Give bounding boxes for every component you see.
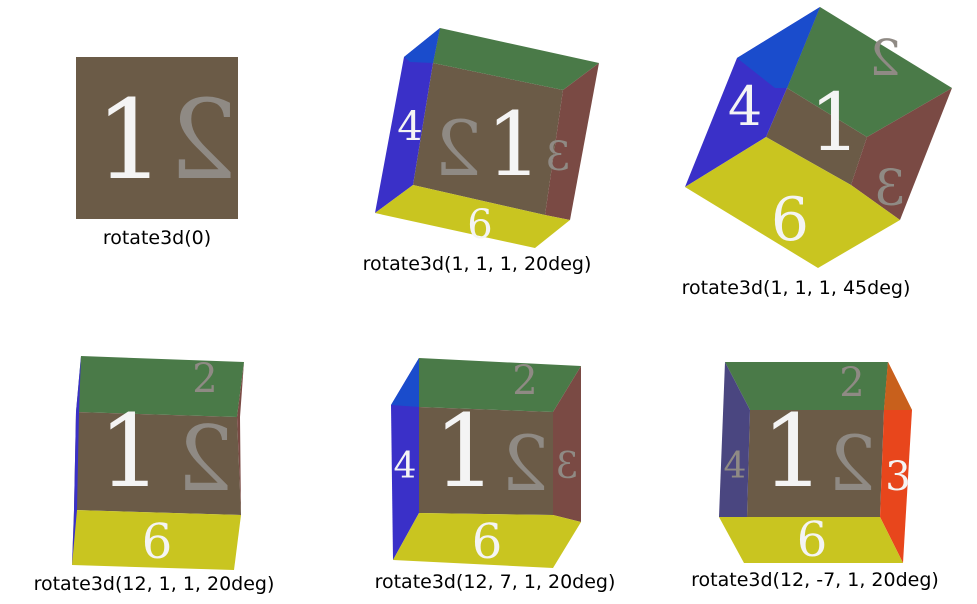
front-face <box>74 412 241 515</box>
right-numeral: 3 <box>885 454 910 500</box>
left-face <box>719 362 750 517</box>
left-numeral: 4 <box>724 446 747 487</box>
right-numeral: 3 <box>874 159 906 217</box>
left-face <box>375 28 440 213</box>
front-face <box>76 57 238 219</box>
left-face-upper <box>404 28 440 63</box>
bottom-face <box>719 517 903 563</box>
top-face <box>433 28 599 90</box>
bottom-numeral: 6 <box>142 514 173 570</box>
back-numeral: 2 <box>828 419 876 508</box>
back-numeral-top: 2 <box>192 356 217 402</box>
right-face-upper <box>884 362 912 410</box>
front-numeral: 1 <box>98 393 162 510</box>
right-numeral: 3 <box>545 134 570 180</box>
left-face-upper <box>391 358 419 407</box>
right-face <box>553 366 581 522</box>
back-numeral: 2 <box>869 29 901 87</box>
front-face <box>766 88 867 185</box>
front-face <box>419 407 553 515</box>
cube-label: rotate3d(1, 1, 1, 45deg) <box>682 277 911 299</box>
front-numeral: 1 <box>95 76 165 204</box>
cube-rotate3d-1-1-1-20deg: 2 1 4 3 6 rotate3d(1, 1, 1, 20deg) <box>363 28 599 275</box>
right-numeral: 3 <box>556 446 579 487</box>
back-numeral-top: 2 <box>512 358 537 404</box>
left-face-upper <box>737 7 820 88</box>
front-numeral: 1 <box>433 393 497 510</box>
front-numeral: 1 <box>761 393 825 510</box>
bottom-face <box>72 510 241 570</box>
right-face <box>851 88 952 220</box>
front-face <box>413 63 563 215</box>
back-numeral: 2 <box>434 104 482 193</box>
cube-label: rotate3d(12, 1, 1, 20deg) <box>34 573 275 595</box>
bottom-numeral: 6 <box>797 512 828 568</box>
bottom-numeral: 6 <box>467 202 492 248</box>
cube-label: rotate3d(12, -7, 1, 20deg) <box>691 569 939 591</box>
front-face <box>747 410 884 517</box>
back-numeral: 2 <box>176 407 233 512</box>
right-face <box>880 362 912 563</box>
back-numeral: 2 <box>168 76 238 204</box>
left-numeral: 4 <box>394 446 417 487</box>
bottom-face <box>685 137 900 268</box>
bottom-face <box>393 513 581 568</box>
left-face <box>72 356 81 565</box>
right-face <box>237 362 244 515</box>
cube-label: rotate3d(1, 1, 1, 20deg) <box>363 253 592 275</box>
cube-label: rotate3d(0) <box>103 227 211 249</box>
bottom-numeral: 6 <box>771 185 809 255</box>
bottom-numeral: 6 <box>472 514 503 570</box>
cube-rotate3d-1-1-1-45deg: 2 1 4 3 6 rotate3d(1, 1, 1, 45deg) <box>682 7 952 299</box>
left-numeral: 4 <box>728 75 762 138</box>
top-face <box>419 358 581 412</box>
back-numeral: 2 <box>501 419 549 508</box>
cube-rotate3d-12-1-1-20deg: 2 2 1 6 rotate3d(12, 1, 1, 20deg) <box>34 356 275 595</box>
cube-label: rotate3d(12, 7, 1, 20deg) <box>375 571 616 593</box>
cube-rotate3d-0: 2 1 rotate3d(0) <box>76 57 238 249</box>
top-face <box>76 356 244 417</box>
left-face <box>391 358 419 560</box>
top-face <box>725 362 888 410</box>
cube-rotate3d-12-minus7-1-20deg: 2 2 1 4 3 6 rotate3d(12, -7, 1, 20deg) <box>691 360 939 591</box>
cube-rotate3d-12-7-1-20deg: 2 2 1 4 3 6 rotate3d(12, 7, 1, 20deg) <box>375 358 616 593</box>
back-numeral-top: 2 <box>839 360 864 406</box>
front-numeral: 1 <box>486 93 542 196</box>
right-face <box>545 63 599 220</box>
left-numeral: 4 <box>397 104 422 150</box>
front-numeral: 1 <box>810 76 861 169</box>
bottom-face <box>375 185 570 248</box>
top-face <box>787 7 952 137</box>
